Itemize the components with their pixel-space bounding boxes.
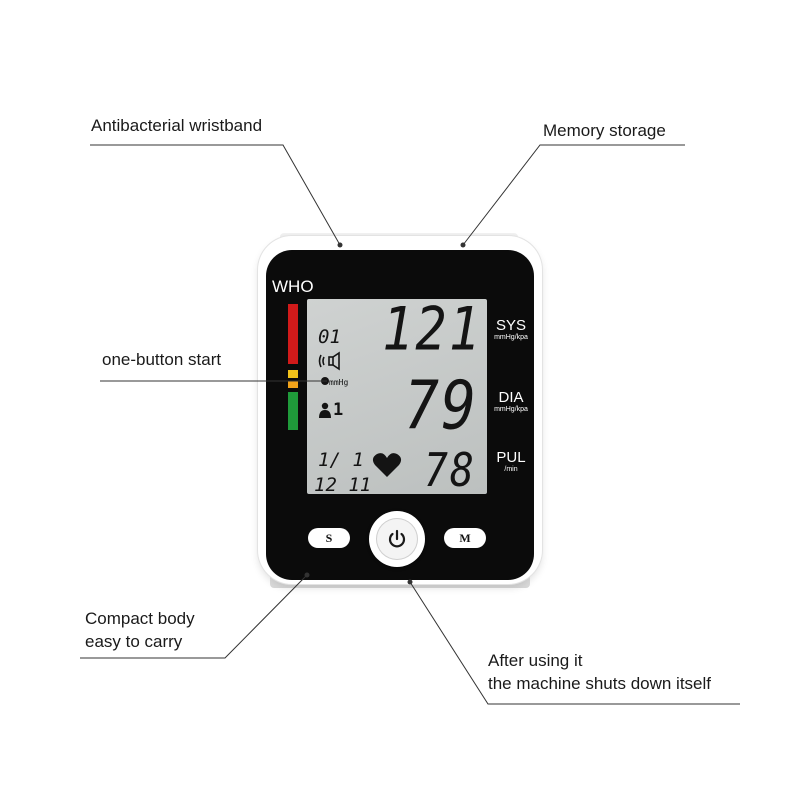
set-button[interactable]: S [308,528,350,548]
sys-label-text: SYS [495,317,526,334]
callout-wristband: Antibacterial wristband [91,116,263,135]
user-icon [318,402,332,418]
who-bar-green [288,392,298,430]
who-bar-orange [288,381,298,388]
unit-label: mmHg [329,378,349,387]
wristband-leader [90,144,341,246]
speaker-icon [318,351,348,371]
memory-dot [460,242,466,248]
pul-unit: /min [504,466,518,473]
shutdown-leader [409,581,740,705]
memory-button[interactable]: M [444,528,486,548]
compact-leader [80,574,308,659]
memory-index: 01 [318,326,341,348]
dia-label: DIA mmHg/kpa [490,390,532,414]
pul-label-text: PUL [496,449,526,466]
sys-label: SYS mmHg/kpa [490,318,532,342]
callout-memory: Memory storage [543,121,666,140]
power-button[interactable] [369,511,425,567]
memory-leader [462,144,685,246]
wristband-dot [337,242,343,248]
power-icon [386,528,408,550]
dia-value: 79 [404,366,478,445]
heart-icon [372,452,402,478]
dia-label-text: DIA [498,389,524,406]
callout-shutdown-line2: the machine shuts down itself [488,674,712,693]
date-display: 1/ 1 [318,449,364,471]
compact-dot [304,572,310,578]
callout-one-button: one-button start [102,350,222,369]
who-bar-red [288,304,298,364]
dia-unit: mmHg/kpa [494,406,528,413]
callout-shutdown-line1: After using it [488,651,583,670]
shutdown-dot [407,579,413,585]
time-display: 12 11 [314,474,372,496]
who-label: WHO [272,277,314,296]
power-button-face [376,518,418,560]
pul-value: 78 [423,444,476,498]
sys-unit: mmHg/kpa [494,334,528,341]
user-number: 1 [333,400,344,420]
pul-label: PUL /min [490,450,532,474]
callout-compact-line1: Compact body [85,609,195,628]
callout-compact-line2: easy to carry [85,632,183,651]
sys-value: 121 [382,295,482,365]
who-bar-yellow [288,370,298,378]
